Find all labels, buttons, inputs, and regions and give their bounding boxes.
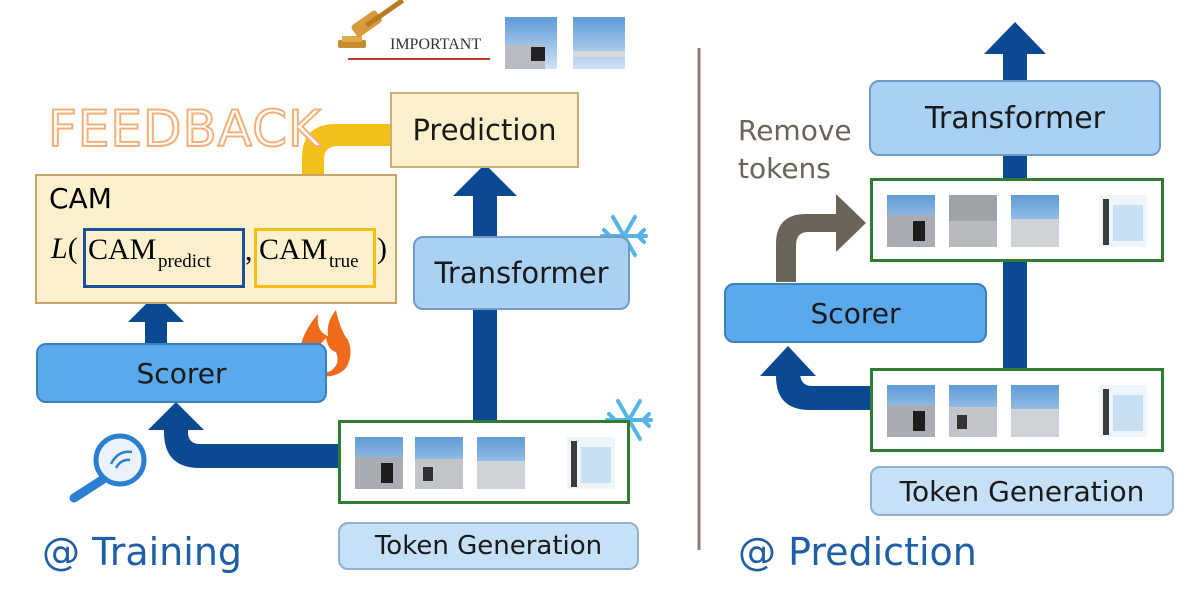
cam-true-sub: true bbox=[329, 251, 359, 272]
comma: , bbox=[245, 234, 253, 267]
scorer-box: Scorer bbox=[36, 343, 327, 403]
transformer-box: Transformer bbox=[413, 236, 630, 310]
token-tile bbox=[477, 437, 525, 489]
remove-tokens-line1: Remove bbox=[738, 114, 852, 147]
prediction-box: Prediction bbox=[390, 92, 579, 168]
arrow-scorer-to-cam bbox=[128, 294, 184, 344]
pred-scorer-label: Scorer bbox=[810, 296, 901, 330]
training-title: @ Training bbox=[42, 530, 243, 574]
prediction-label: Prediction bbox=[412, 113, 557, 147]
cam-predict-sub: predict bbox=[158, 251, 211, 272]
arrow-transformer-to-prediction bbox=[473, 200, 497, 236]
token-frame bbox=[338, 420, 630, 504]
cam-predict-main: CAM bbox=[88, 233, 157, 266]
pred-token-generation-label: Token Generation bbox=[899, 474, 1145, 508]
magnifier-icon bbox=[69, 433, 147, 503]
token-tile bbox=[415, 437, 463, 489]
open-paren: ( bbox=[67, 232, 78, 265]
token-tile bbox=[355, 437, 403, 489]
loss-symbol: L bbox=[51, 232, 68, 265]
arrow-remove-tokens bbox=[776, 194, 866, 282]
token-tile bbox=[887, 385, 935, 437]
pred-transformer-box: Transformer bbox=[869, 80, 1161, 156]
scorer-label: Scorer bbox=[136, 356, 227, 390]
token-tile bbox=[949, 385, 997, 437]
token-tile bbox=[1011, 195, 1059, 247]
important-label: IMPORTANT bbox=[390, 36, 482, 53]
token-tile bbox=[1011, 385, 1059, 437]
header-image-tile bbox=[505, 17, 557, 69]
pred-scorer-box: Scorer bbox=[724, 283, 987, 343]
token-tile bbox=[1099, 195, 1147, 247]
token-tile bbox=[887, 195, 935, 247]
arrow-tokens-to-scorer bbox=[148, 402, 338, 468]
pred-transformer-label: Transformer bbox=[924, 100, 1105, 136]
removed-token-tile bbox=[949, 195, 997, 247]
loss-open: L( bbox=[51, 232, 78, 266]
pred-token-frame bbox=[870, 368, 1164, 452]
pruned-token-frame bbox=[870, 178, 1164, 262]
feedback-word: FEEDBACK bbox=[47, 99, 322, 159]
cam-predict-term: CAM predict bbox=[83, 228, 245, 288]
transformer-label: Transformer bbox=[434, 256, 609, 290]
token-tile bbox=[567, 437, 615, 489]
cam-title: CAM bbox=[49, 182, 112, 215]
cam-true-term: CAM true bbox=[254, 228, 376, 288]
cam-box: CAM L( CAM predict , CAM true ) bbox=[35, 174, 397, 304]
arrow-pred-tokens-to-scorer bbox=[760, 346, 870, 410]
gavel-icon bbox=[338, 0, 405, 48]
cam-true-main: CAM bbox=[259, 233, 328, 266]
prediction-title: @ Prediction bbox=[738, 530, 977, 574]
pred-token-generation-box: Token Generation bbox=[870, 466, 1174, 516]
token-tile bbox=[1099, 385, 1147, 437]
remove-tokens-line2: tokens bbox=[738, 152, 831, 185]
token-generation-label: Token Generation bbox=[374, 531, 603, 561]
close-paren: ) bbox=[377, 232, 387, 265]
token-generation-box: Token Generation bbox=[338, 522, 639, 570]
header-image-tile bbox=[573, 17, 625, 69]
